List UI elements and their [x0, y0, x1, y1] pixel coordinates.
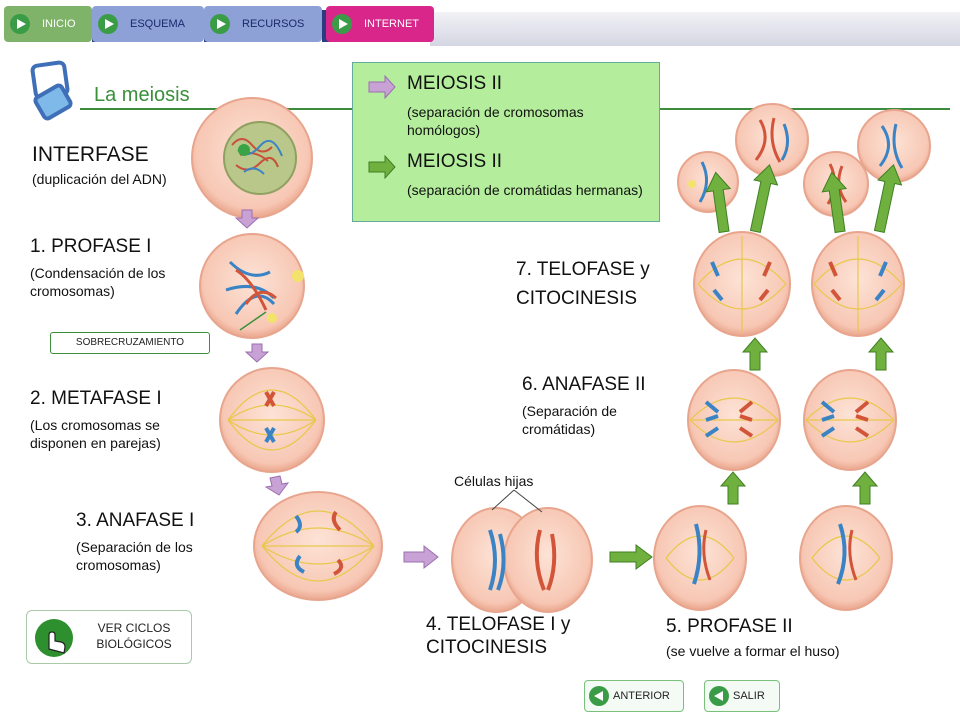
- play-icon: [98, 14, 118, 34]
- back-arrow-icon: [709, 686, 729, 706]
- arrow-green-icon: [368, 155, 396, 179]
- play-icon: [10, 14, 30, 34]
- hand-pointer-glyph: [48, 631, 66, 654]
- cell-metafase-1: [219, 367, 325, 473]
- document-logo-icon: [30, 60, 73, 121]
- nav-internet-button[interactable]: INTERNET: [326, 6, 434, 42]
- hand-pointer-icon: [35, 619, 73, 657]
- nav-recursos-button[interactable]: RECURSOS: [204, 6, 322, 42]
- legend-item1-title: MEIOSIS II: [407, 73, 503, 94]
- cell-interfase: [191, 97, 313, 219]
- profase2-desc: (se vuelve a formar el huso): [666, 643, 840, 659]
- daughter-cell-2: [735, 103, 809, 177]
- sobrecruzamiento-label: SOBRECRUZAMIENTO: [50, 332, 210, 354]
- play-icon: [332, 14, 352, 34]
- ver-ciclos-label: VER CICLOS BIOLÓGICOS: [96, 621, 172, 651]
- nav-recursos-label: RECURSOS: [242, 18, 305, 30]
- top-nav: INICIO ESQUEMA RECURSOS INTERNET: [0, 0, 960, 46]
- metafase1-desc: (Los cromosomas se disponen en parejas): [30, 417, 161, 452]
- play-icon: [210, 14, 230, 34]
- legend-item2-title: MEIOSIS II: [407, 151, 503, 172]
- celulas-hijas-label: Células hijas: [454, 473, 534, 489]
- cell-telofase-2-left: [693, 231, 791, 337]
- arrow-pink-icon: [368, 75, 396, 99]
- cell-profase-2-left: [653, 505, 747, 611]
- page-title: La meiosis: [94, 84, 190, 106]
- anafase1-title: 3. ANAFASE I: [76, 510, 195, 531]
- cell-telofase-1: [451, 489, 593, 613]
- back-arrow-icon: [589, 686, 609, 706]
- interfase-desc: (duplicación del ADN): [32, 171, 167, 187]
- profase1-desc: (Condensación de los cromosomas): [30, 265, 166, 300]
- nav-inicio-label: INICIO: [42, 18, 76, 30]
- cell-anafase-2-right: [803, 369, 897, 471]
- profase2-title: 5. PROFASE II: [666, 616, 793, 637]
- cell-anafase-2-left: [687, 369, 781, 471]
- metafase1-title: 2. METAFASE I: [30, 388, 162, 409]
- cell-telofase-2-right: [811, 231, 905, 337]
- interfase-title: INTERFASE: [32, 143, 149, 166]
- nav-internet-label: INTERNET: [364, 18, 419, 30]
- cell-anafase-1: [253, 491, 383, 601]
- anterior-label: ANTERIOR: [613, 690, 670, 702]
- ver-ciclos-button[interactable]: VER CICLOS BIOLÓGICOS: [26, 610, 192, 664]
- arrows-meiosis-2: [609, 164, 903, 570]
- cell-profase-2-right: [799, 505, 893, 611]
- telofase1-title: 4. TELOFASE I y CITOCINESIS: [426, 614, 571, 658]
- salir-button[interactable]: SALIR: [704, 680, 780, 712]
- anafase2-title: 6. ANAFASE II: [522, 374, 646, 395]
- telofase2-title: 7. TELOFASE y CITOCINESIS: [516, 259, 650, 309]
- legend-item2-desc: (separación de cromátidas hermanas): [407, 182, 643, 198]
- top-nav-strip: [430, 12, 960, 46]
- daughter-cell-1: [677, 151, 739, 213]
- anafase2-desc: (Separación de cromátidas): [522, 403, 617, 438]
- nav-esquema-label: ESQUEMA: [130, 18, 186, 30]
- cell-profase-1: [199, 233, 305, 339]
- nav-esquema-button[interactable]: ESQUEMA: [92, 6, 204, 42]
- legend-box: MEIOSIS II (separación de cromosomas hom…: [352, 62, 660, 222]
- profase1-title: 1. PROFASE I: [30, 236, 152, 257]
- anterior-button[interactable]: ANTERIOR: [584, 680, 684, 712]
- nav-inicio-button[interactable]: INICIO: [4, 6, 92, 42]
- arrows-meiosis-1: [234, 209, 439, 570]
- legend-item1-desc: (separación de cromosomas homólogos): [407, 104, 584, 139]
- anafase1-desc: (Separación de los cromosomas): [76, 539, 193, 574]
- salir-label: SALIR: [733, 690, 765, 702]
